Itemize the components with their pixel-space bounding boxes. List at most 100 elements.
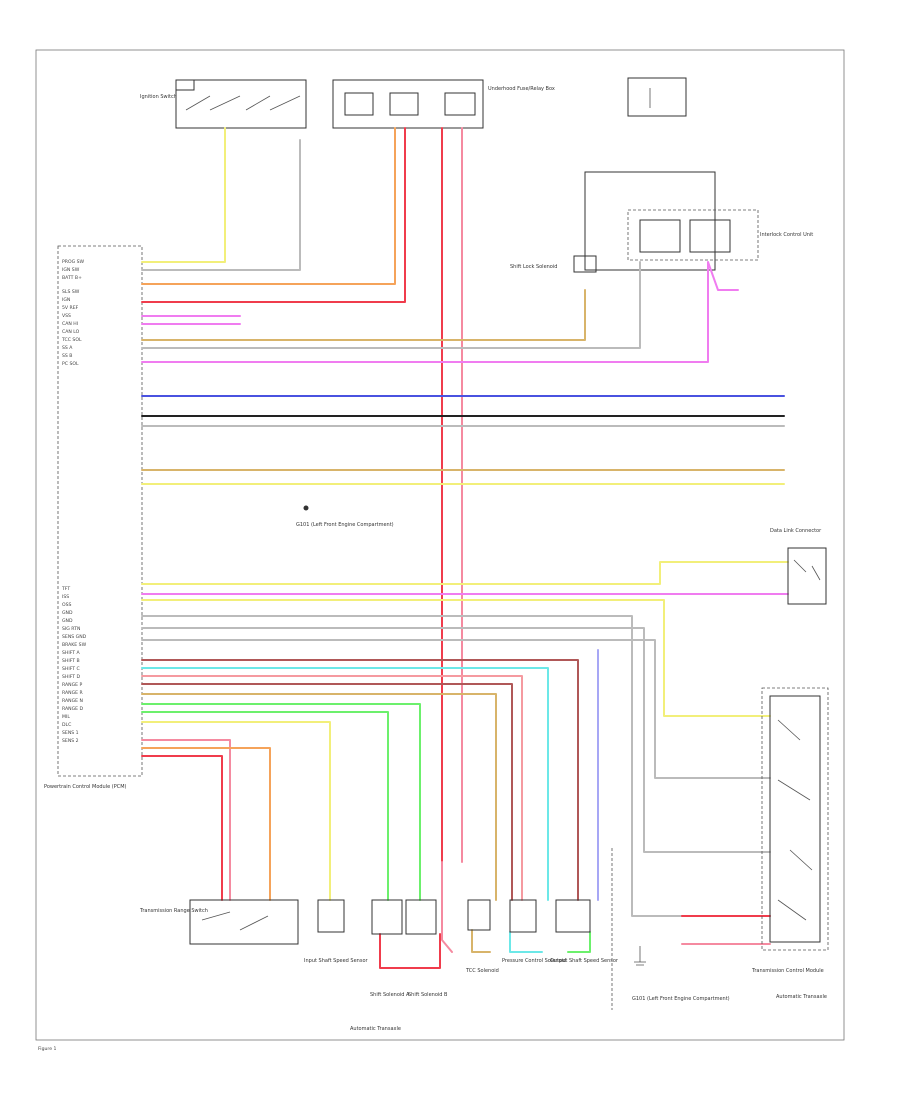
pcm-pin-label: SHIFT B <box>62 658 80 664</box>
transmission-range-switch-label: Transmission Range Switch <box>139 908 208 914</box>
pcm-pin-label: SENS GND <box>62 634 87 640</box>
data-link-connector-label: Data Link Connector <box>770 528 822 534</box>
interlock-control-label: Interlock Control Unit <box>760 232 813 238</box>
tcm-footer-label: Automatic Transaxle <box>776 994 827 1000</box>
ignition-switch-label: Ignition Switch <box>140 94 177 100</box>
red-wire <box>141 127 406 303</box>
yellow-wire <box>141 599 771 717</box>
data-link-connector: Data Link Connector <box>770 528 827 605</box>
pcm-pin-label: IGN SW <box>62 267 80 273</box>
pcm-pin-label: TCC SOL <box>61 337 82 343</box>
tcm-label: Transmission Control Module <box>751 968 824 974</box>
pcm-label: Powertrain Control Module (PCM) <box>44 784 127 790</box>
pressure-control-solenoid-label: Pressure Control Solenoid <box>502 958 566 964</box>
pcm-pin-label: CAN LO <box>62 329 80 335</box>
ground-g101: G101 (Left Front Engine Compartment) <box>611 848 730 1010</box>
pcm-pin-label: RANGE D <box>62 706 84 712</box>
pcm-pin-label: RANGE P <box>62 682 83 688</box>
gray-wire <box>141 139 301 271</box>
pcm: Powertrain Control Module (PCM) PROG SW I… <box>44 245 143 790</box>
gray-wire <box>141 639 771 779</box>
tan-wire <box>141 289 586 341</box>
transmission-range-switch: Transmission Range Switch <box>139 899 299 945</box>
pcm-pin-label: BATT B+ <box>62 275 82 281</box>
ground-note-mid-label: G101 (Left Front Engine Compartment) <box>296 522 394 528</box>
pcm-pin-label: PROG SW <box>62 259 85 265</box>
red-wire <box>141 755 223 901</box>
tan-wire <box>141 693 497 901</box>
cyan-wire <box>509 931 543 953</box>
shift-lock-solenoid-label: Shift Lock Solenoid <box>510 264 557 270</box>
ground-g101-mid: G101 (Left Front Engine Compartment) <box>296 505 394 528</box>
shift-lock-solenoid: Shift Lock Solenoid <box>510 255 597 273</box>
pink-wire <box>141 739 231 901</box>
pcm-pin-label: RANGE R <box>62 690 84 696</box>
yellow-wire <box>141 721 331 901</box>
pcm-pin-label: ISS <box>62 594 69 600</box>
underhood-fuse-box: Underhood Fuse/Relay Box <box>332 79 555 129</box>
pcm-pin-label: DLC <box>62 722 71 728</box>
orange-wire <box>141 747 271 901</box>
yellow-wire <box>141 127 226 263</box>
red-wire <box>379 933 441 969</box>
underhood-fuse-box-label: Underhood Fuse/Relay Box <box>488 86 555 92</box>
output-shaft-speed-sensor-label: Output Shaft Speed Sensor <box>550 958 619 964</box>
green-wire <box>141 703 421 901</box>
shift-solenoid-a-label: Shift Solenoid A <box>370 992 410 998</box>
pcm-pin-label: SHIFT D <box>62 674 81 680</box>
pcm-pin-label: SENS 1 <box>62 730 79 736</box>
pcm-pin-label: SS A <box>62 345 73 351</box>
pcm-pin-label: SLS SW <box>62 289 80 295</box>
ground-note-label: G101 (Left Front Engine Compartment) <box>632 996 730 1002</box>
ignition-switch: Ignition Switch <box>140 79 307 129</box>
brown-wire <box>141 659 579 901</box>
brown-wire <box>141 683 513 901</box>
fuse-box-right <box>627 77 687 117</box>
pcm-pin-label: OSS <box>62 602 72 608</box>
light_red-wire <box>141 675 523 901</box>
pcm-pin-label: GND <box>62 610 73 616</box>
orange-wire <box>141 127 396 285</box>
input-shaft-speed-sensor: Input Shaft Speed Sensor <box>304 899 369 964</box>
page-ref: Figure 1 <box>38 1046 56 1052</box>
cyan-wire <box>141 667 549 901</box>
pcm-pin-label: CAN HI <box>62 321 78 327</box>
transmission-control-module: Transmission Control Module Automatic Tr… <box>751 687 829 1000</box>
yellow-wire <box>141 561 789 585</box>
pcm-pin-label: SIG RTN <box>62 626 80 632</box>
pcm-pin-label: 5V REF <box>62 305 79 311</box>
pcm-pin-label: TFT <box>61 586 70 592</box>
pcm-pin-label: SHIFT A <box>62 650 81 656</box>
tan-wire <box>471 929 491 953</box>
gray-wire <box>141 261 641 349</box>
pcm-pin-label: RANGE N <box>62 698 83 704</box>
green-wire <box>141 711 389 901</box>
tcc-solenoid: TCC Solenoid <box>465 899 499 974</box>
page-title: Automatic Transaxle <box>350 1026 401 1032</box>
wire-harness <box>141 127 789 969</box>
pcm-pin-label: IGN <box>62 297 70 303</box>
pcm-pin-label: GND <box>62 618 73 624</box>
diagram-frame <box>35 49 845 1041</box>
tcc-solenoid-label: TCC Solenoid <box>465 968 499 974</box>
pcm-pin-label: SS B <box>62 353 72 359</box>
interlock-control-unit: Interlock Control Unit <box>584 171 813 271</box>
pcm-pin-label: SENS 2 <box>62 738 79 744</box>
pcm-pin-label: SHIFT C <box>62 666 80 672</box>
pcm-pin-label: PC SOL <box>62 361 79 367</box>
shift-solenoid-a: Shift Solenoid A <box>370 899 410 998</box>
magenta-wire <box>141 261 739 363</box>
gray-wire <box>141 627 771 853</box>
pcm-pin-label: BRAKE SW <box>62 642 87 648</box>
pink-wire <box>441 861 453 953</box>
input-shaft-speed-sensor-label: Input Shaft Speed Sensor <box>304 958 369 964</box>
pcm-pin-label: MIL <box>62 714 70 720</box>
green-wire <box>567 931 591 953</box>
pressure-control-solenoid: Pressure Control Solenoid <box>502 899 566 964</box>
pcm-pin-labels: PROG SW IGN SW BATT B+ SLS SW IGN 5V REF VSS CA… <box>61 259 87 744</box>
pcm-pin-label: VSS <box>62 313 71 319</box>
output-shaft-speed-sensor: Output Shaft Speed Sensor <box>550 899 619 964</box>
shift-solenoid-b: Shift Solenoid B <box>405 899 448 998</box>
shift-solenoid-b-label: Shift Solenoid B <box>408 992 448 998</box>
